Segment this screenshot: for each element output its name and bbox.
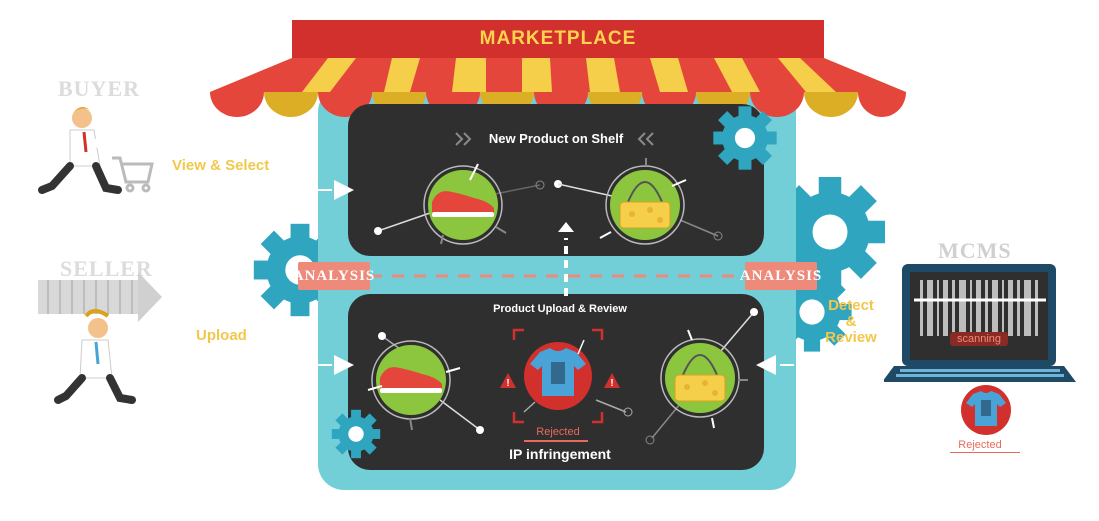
mcms-label: MCMS <box>938 238 1012 263</box>
bottom-rejected-label: Rejected <box>536 426 580 438</box>
analysis-badge-right: ANALYSIS <box>740 262 821 290</box>
arrow-view-select-icon <box>318 180 354 200</box>
arrow-upload-icon <box>318 355 354 375</box>
upload-arrow-icon <box>38 272 162 322</box>
buyer-label: BUYER <box>58 76 141 101</box>
top-panel <box>348 104 764 256</box>
warning-right-icon <box>604 373 620 388</box>
top-panel-title: New Product on Shelf <box>488 131 624 146</box>
buyer-head <box>72 108 92 128</box>
bag-product-bottom <box>645 308 758 445</box>
svg-text:!: ! <box>506 378 509 389</box>
buyer-figure <box>38 107 154 194</box>
rejected-shirt-product: ! ! <box>500 328 633 424</box>
chevrons-left-icon <box>637 132 654 146</box>
laptop-scanner <box>884 264 1076 382</box>
seller-label: SELLER <box>60 256 153 281</box>
shoe-product-bottom <box>367 332 484 434</box>
scanning-label: scanning <box>956 333 1002 345</box>
bottom-panel-title: Product Upload & Review <box>493 303 627 315</box>
ip-infringement-label: IP infringement <box>509 446 611 462</box>
gear-panel-bottom-icon <box>321 399 391 469</box>
view-select-label: View & Select <box>172 157 270 174</box>
warning-left-icon <box>500 373 516 388</box>
gear-panel-top-icon <box>700 93 790 183</box>
analysis-badge-left: ANALYSIS <box>293 262 374 290</box>
mcms-rejected-underline <box>950 452 1020 453</box>
detect-review-label: Detect & Review <box>825 297 877 346</box>
upload-label: Upload <box>196 327 247 344</box>
arrow-detect-review-icon <box>756 355 794 375</box>
mcms-rejected-shirt <box>961 385 1011 435</box>
seller-figure <box>38 272 162 404</box>
rejected-underline <box>524 440 588 442</box>
shopping-cart-icon <box>112 156 154 193</box>
upload-to-shelf-arrow <box>558 222 574 296</box>
bag-product-top <box>554 158 723 245</box>
svg-text:!: ! <box>610 378 613 389</box>
barcode-icon <box>920 280 1038 336</box>
shoe-product-top <box>374 163 545 245</box>
mcms-rejected-label: Rejected <box>958 439 1002 451</box>
chevrons-right-icon <box>455 132 472 146</box>
marketplace-banner: MARKETPLACE <box>292 20 824 58</box>
